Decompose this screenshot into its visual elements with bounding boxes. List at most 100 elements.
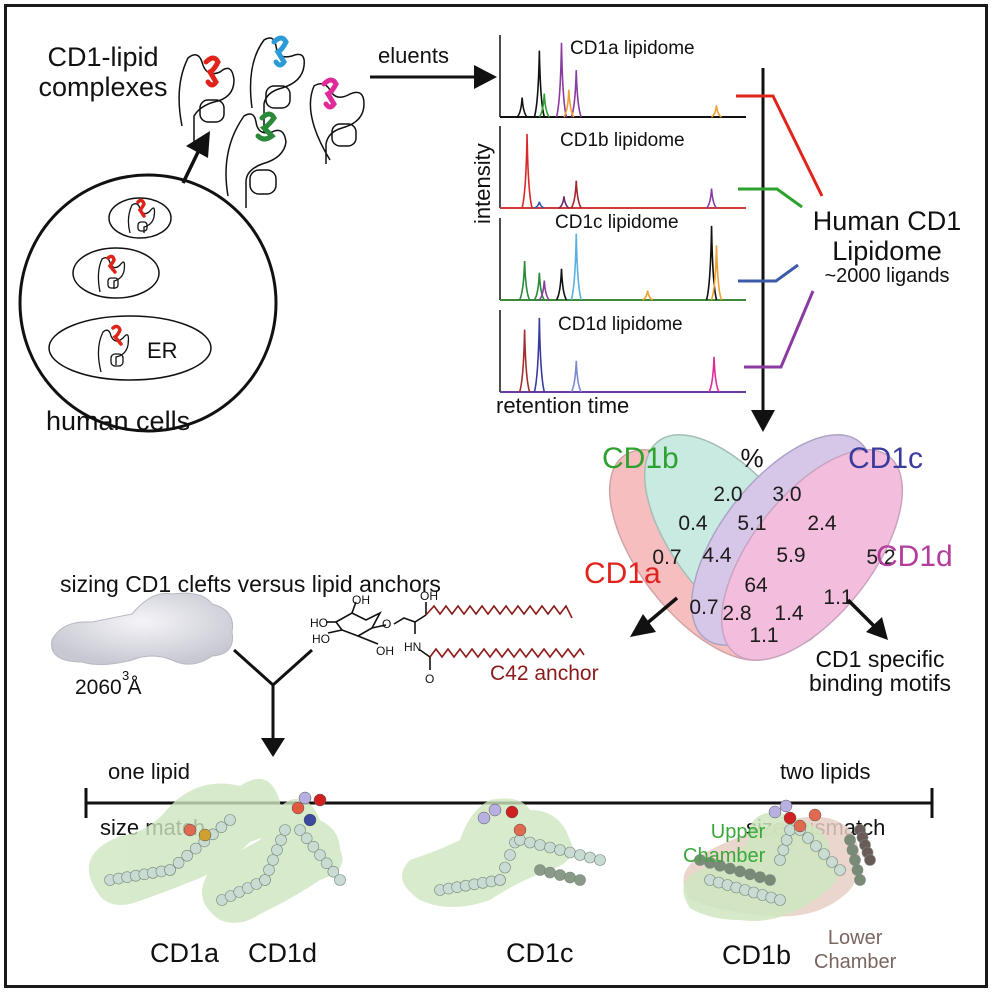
venn-set-cd1d [720, 449, 904, 661]
surface-upper-chamber [683, 812, 838, 921]
chromatogram-peak [711, 105, 722, 118]
atom-bead [826, 856, 838, 868]
atom-bead [172, 857, 185, 869]
er-label: ER [147, 338, 178, 363]
connector-cd1a [736, 94, 824, 197]
chromatogram-panel [499, 35, 746, 118]
atom-bead [810, 840, 822, 852]
chromatogram-peak [555, 268, 568, 301]
atom-bead [198, 828, 212, 842]
arrow-to-motifs-shaft [846, 598, 876, 628]
chromatogram-panel [499, 218, 746, 301]
binding-motifs-label: CD1 specific binding motifs [785, 647, 975, 695]
connector-cd1b [738, 187, 803, 209]
atom-bead [846, 844, 859, 856]
human-cells-label: human cells [46, 406, 191, 436]
venn-region-value: 64 [744, 574, 768, 597]
chromatogram-peak [538, 280, 550, 301]
atom-bead [334, 874, 346, 886]
atom-bead [783, 811, 797, 825]
chromatogram-peak [558, 196, 570, 209]
atom-bead [764, 874, 776, 886]
chromatogram-peak [518, 329, 531, 393]
upper-chamber-line1: Upper [710, 821, 766, 843]
atom-bead [793, 819, 807, 833]
lower-chamber-line1: Lower [827, 927, 883, 949]
two-lipids-label: two lipids [780, 759, 871, 784]
chromatogram-panel [499, 126, 746, 209]
venn-region-value: 3.0 [772, 483, 801, 506]
venn-region-value: 0.4 [678, 512, 708, 535]
atom-bead [849, 854, 861, 866]
venn-region-value: 2.8 [722, 602, 751, 625]
atom-bead [291, 801, 305, 815]
venn-region-value: 5.2 [866, 546, 895, 569]
human-cell-outline [18, 173, 278, 433]
chromatogram-peak [521, 133, 533, 209]
flow-arrow-head-icon [751, 410, 775, 432]
atom-bead [181, 849, 193, 862]
x-axis-label: retention time [496, 393, 630, 418]
venn-region-value: 5.9 [776, 544, 805, 567]
atom-bead [844, 834, 856, 846]
atom-bead [259, 874, 271, 886]
lower-chamber-line2: Chamber [814, 951, 897, 973]
lipid-icon-magenta [321, 77, 339, 110]
chromatogram-peak [705, 188, 718, 209]
panel-title-cd1c: CD1c lipidome [555, 212, 679, 233]
one-lipid-label: one lipid [108, 759, 190, 784]
upper-chamber-label: Upper Chamber [683, 820, 765, 868]
structure-label-cd1c: CD1c [506, 938, 574, 968]
atom-bead [298, 791, 312, 805]
atom-bead [834, 864, 846, 876]
chromatogram-peak [534, 201, 545, 209]
venn-unit-label: % [740, 443, 763, 473]
chromatogram-peak [710, 245, 723, 301]
structure-label-cd1b: CD1b [722, 940, 792, 970]
arrow-head-icon [186, 131, 210, 158]
connector-cd1c [738, 263, 799, 283]
atom-bead [164, 864, 176, 876]
chromatogram-peak [708, 356, 720, 393]
atom-bead [534, 864, 546, 876]
atom-bead [854, 874, 866, 886]
atom-bead [554, 844, 566, 856]
atom-bead [851, 864, 864, 876]
chromatogram-peak [570, 180, 582, 209]
complexes-label: CD1-lipid complexes [28, 42, 178, 102]
chromatogram-peak [555, 42, 568, 118]
lipid-icon-blue [271, 35, 289, 68]
atom-bead [774, 894, 786, 906]
atom-bead [294, 824, 306, 836]
atom-bead [499, 861, 511, 874]
atom-bead [327, 865, 340, 878]
chem-o-link: O [382, 617, 391, 631]
venn-region-value: 2.4 [807, 512, 837, 535]
vesicle-1 [108, 197, 172, 239]
atom-bead [544, 866, 556, 879]
lipidome-title-line1: Human CD1 [812, 206, 962, 236]
lipidome-label: Human CD1 Lipidome ~2000 ligands [797, 206, 977, 287]
venn-region-value: 1.1 [749, 624, 778, 647]
atom-bead [320, 857, 333, 870]
atom-bead [780, 834, 793, 846]
chromatogram-peak [533, 317, 546, 393]
atom-bead [777, 844, 790, 856]
panel-title-cd1a: CD1a lipidome [570, 38, 695, 59]
surface-cd1c [402, 798, 573, 907]
chromatogram-peak [563, 89, 575, 118]
chromatogram-peak [538, 93, 550, 118]
lipid-icon-green [255, 111, 277, 142]
atom-bead [513, 823, 527, 837]
atom-bead [808, 808, 822, 822]
chem-o-carbonyl: O [425, 672, 434, 686]
lipid-icon-red [106, 198, 146, 346]
atom-bead [779, 799, 793, 813]
atom-bead [768, 805, 782, 819]
er-compartment [48, 315, 212, 381]
complexes-label-line2: complexes [38, 72, 168, 102]
